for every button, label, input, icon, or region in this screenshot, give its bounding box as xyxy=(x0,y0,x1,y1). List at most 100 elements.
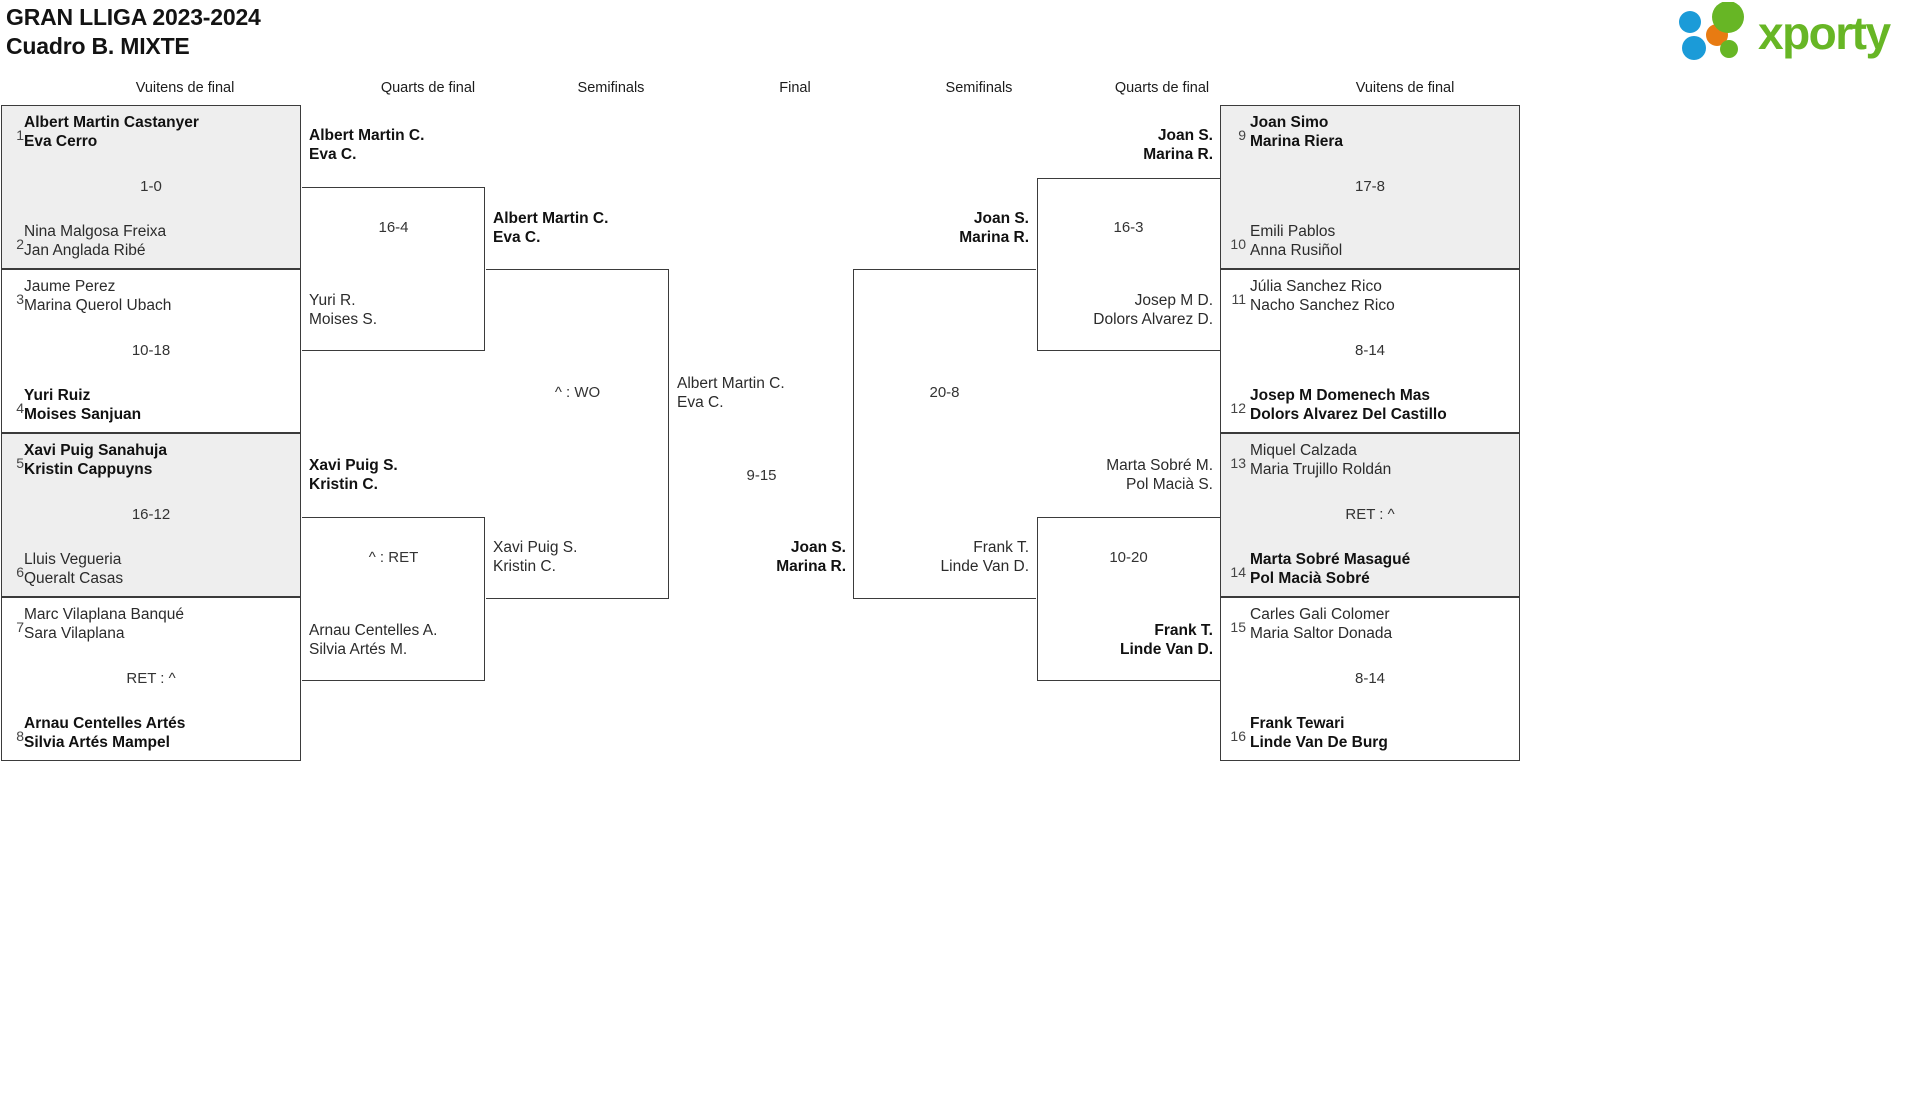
team-line: Maria Trujillo Roldán xyxy=(1250,461,1392,478)
match-score: 17-8 xyxy=(1354,178,1386,195)
team-line: Joan Simo xyxy=(1250,114,1329,131)
seed-number: 14 xyxy=(1230,564,1246,580)
match-slot-right-r16-2[interactable] xyxy=(1220,269,1520,433)
seed-number: 4 xyxy=(16,400,24,416)
team-line: Marc Vilaplana Banqué xyxy=(24,606,184,623)
match-score: 8-14 xyxy=(1354,342,1386,359)
match-slot-left-r16-3[interactable] xyxy=(1,433,301,597)
team-line: Jaume Perez xyxy=(24,278,116,295)
team-line: Júlia Sanchez Rico xyxy=(1250,278,1382,295)
team-line: Dolors Alvarez D. xyxy=(1093,311,1213,328)
team-line: Joan S. xyxy=(790,539,846,556)
team-line: Jan Anglada Ribé xyxy=(24,242,146,259)
seed-number: 3 xyxy=(16,291,24,307)
seed-number: 5 xyxy=(16,455,24,471)
team-line: Eva C. xyxy=(493,229,541,246)
team-line: Nacho Sanchez Rico xyxy=(1250,297,1395,314)
round-header-right-qf: Quarts de final xyxy=(1114,80,1210,96)
match-score: 16-12 xyxy=(131,506,171,523)
team-line: Eva Cerro xyxy=(24,133,98,150)
connector-right-sf-1 xyxy=(853,269,1036,599)
match-score: ^ : RET xyxy=(368,549,419,566)
team-line: Xavi Puig Sanahuja xyxy=(24,442,167,459)
team-line: Eva C. xyxy=(309,146,357,163)
team-line: Marina R. xyxy=(776,558,846,575)
team-line: Moises Sanjuan xyxy=(24,406,142,423)
connector-left-qf-1 xyxy=(302,187,485,351)
round-header-final: Final xyxy=(779,80,811,96)
team-line: Silvia Artés M. xyxy=(309,641,408,658)
team-line: Josep M Domenech Mas xyxy=(1250,387,1431,404)
match-score: 16-3 xyxy=(1113,219,1144,236)
team-line: Linde Van De Burg xyxy=(1250,734,1388,751)
team-line: Queralt Casas xyxy=(24,570,124,587)
seed-number: 13 xyxy=(1230,455,1246,471)
seed-number: 2 xyxy=(16,236,24,252)
seed-number: 1 xyxy=(16,127,24,143)
connector-right-qf-1 xyxy=(1037,178,1220,351)
team-line: Sara Vilaplana xyxy=(24,625,125,642)
team-line: Josep M D. xyxy=(1134,292,1213,309)
match-score: 8-14 xyxy=(1354,670,1386,687)
team-line: Marina Querol Ubach xyxy=(24,297,172,314)
team-line: Marina R. xyxy=(959,229,1029,246)
team-line: Emili Pablos xyxy=(1250,223,1336,240)
team-line: Lluis Vegueria xyxy=(24,551,122,568)
match-score: 20-8 xyxy=(929,384,960,401)
team-line: Pol Macià Sobré xyxy=(1250,570,1370,587)
match-score: RET : ^ xyxy=(1345,506,1395,523)
logo-dots-icon xyxy=(1679,1,1744,60)
match-score: 10-20 xyxy=(1109,549,1148,566)
seed-number: 12 xyxy=(1230,400,1246,416)
match-score: 10-18 xyxy=(131,342,171,359)
team-line: Frank T. xyxy=(973,539,1029,556)
connector-right-qf-2 xyxy=(1037,517,1220,681)
team-line: Frank Tewari xyxy=(1250,715,1345,732)
team-line: Nina Malgosa Freixa xyxy=(24,223,167,240)
team-line: Marta Sobré M. xyxy=(1106,457,1213,474)
team-line: Kristin C. xyxy=(493,558,556,575)
team-line: Dolors Alvarez Del Castillo xyxy=(1250,406,1447,423)
match-slot-left-r16-2[interactable] xyxy=(1,269,301,433)
seed-number: 11 xyxy=(1231,291,1246,307)
round-header-left-r16: Vuitens de final xyxy=(135,80,235,96)
team-line: Xavi Puig S. xyxy=(493,539,578,556)
team-line: Miquel Calzada xyxy=(1250,442,1357,459)
team-line: Marina R. xyxy=(1143,146,1213,163)
connector-left-qf-2 xyxy=(302,517,485,681)
team-line: Anna Rusiñol xyxy=(1250,242,1343,259)
team-line: Kristin Cappuyns xyxy=(24,461,153,478)
match-slot-left-r16-1[interactable] xyxy=(1,105,301,269)
team-line: Linde Van D. xyxy=(1119,641,1213,658)
team-line: Carles Gali Colomer xyxy=(1250,606,1390,623)
match-score: RET : ^ xyxy=(126,670,176,687)
connector-left-sf-1 xyxy=(486,269,669,599)
team-line: Arnau Centelles A. xyxy=(309,622,438,639)
team-line: Albert Martin Castanyer xyxy=(24,114,199,131)
team-line: Albert Martin C. xyxy=(309,127,425,144)
round-header-left-qf: Quarts de final xyxy=(380,80,476,96)
seed-number: 16 xyxy=(1230,728,1246,744)
match-slot-right-r16-4[interactable] xyxy=(1220,597,1520,761)
team-line: Marta Sobré Masagué xyxy=(1250,551,1411,568)
seed-number: 8 xyxy=(16,728,24,744)
team-line: Albert Martin C. xyxy=(493,210,609,227)
team-line: Kristin C. xyxy=(309,476,378,493)
team-line: Arnau Centelles Artés xyxy=(24,715,186,732)
team-line: Pol Macià S. xyxy=(1125,476,1213,493)
seed-number: 9 xyxy=(1238,127,1246,143)
team-line: Linde Van D. xyxy=(940,558,1029,575)
match-score: 1-0 xyxy=(140,178,162,195)
logo-wordmark: xporty xyxy=(1758,7,1891,59)
match-score: 9-15 xyxy=(746,467,777,484)
match-score: ^ : WO xyxy=(554,384,601,401)
match-slot-left-r16-4[interactable] xyxy=(1,597,301,761)
team-line: Joan S. xyxy=(1157,127,1213,144)
match-slot-right-r16-3[interactable] xyxy=(1220,433,1520,597)
page-title: GRAN LLIGA 2023-2024 Cuadro B. MIXTE xyxy=(6,3,261,61)
team-line: Moises S. xyxy=(309,311,378,328)
team-line: Albert Martin C. xyxy=(677,375,785,392)
match-score: 16-4 xyxy=(378,219,409,236)
match-slot-right-r16-1[interactable] xyxy=(1220,105,1520,269)
team-line: Eva C. xyxy=(677,394,724,411)
